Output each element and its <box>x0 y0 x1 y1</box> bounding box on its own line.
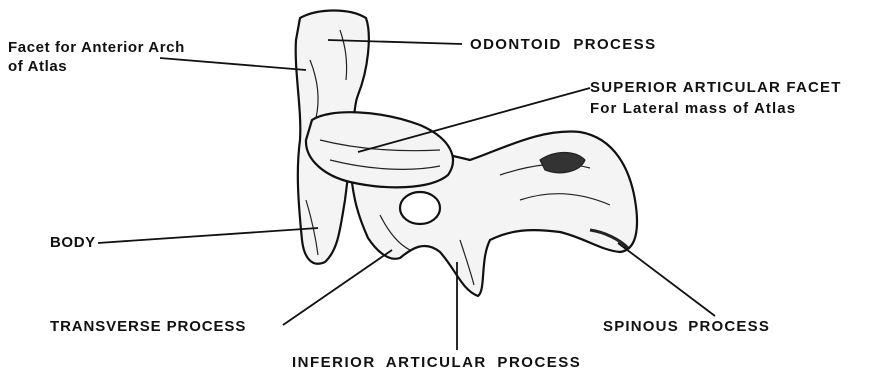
label-inferior-articular-process: INFERIOR ARTICULAR PROCESS <box>292 354 581 371</box>
label-spinous-process: SPINOUS PROCESS <box>603 318 770 335</box>
label-facet-anterior-arch-2: of Atlas <box>8 58 67 75</box>
label-facet-anterior-arch-1: Facet for Anterior Arch <box>8 39 185 56</box>
label-superior-articular-facet-2: For Lateral mass of Atlas <box>590 100 796 117</box>
label-body: BODY <box>50 234 96 251</box>
leader-spinous <box>618 243 715 316</box>
transverse-foramen <box>400 192 440 224</box>
label-odontoid-process: ODONTOID PROCESS <box>470 36 656 53</box>
label-superior-articular-facet-1: SUPERIOR ARTICULAR FACET <box>590 79 842 96</box>
leader-body <box>98 228 318 243</box>
leader-transverse <box>283 250 392 325</box>
leader-facet-anterior-arch <box>160 58 306 70</box>
label-transverse-process: TRANSVERSE PROCESS <box>50 318 246 335</box>
